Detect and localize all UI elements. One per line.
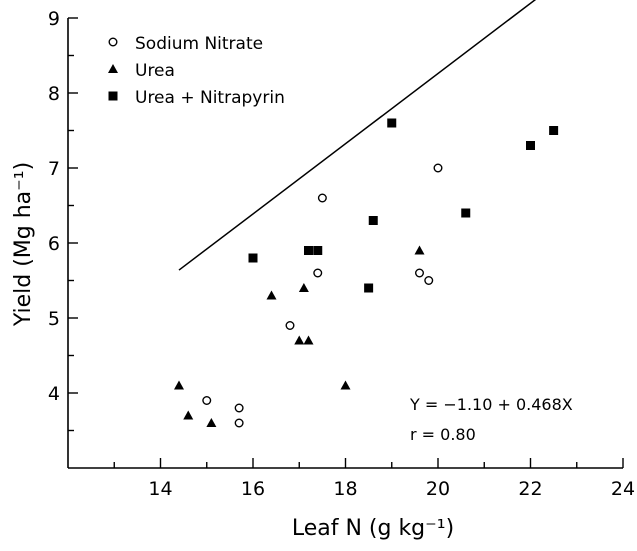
data-point <box>206 418 217 427</box>
regression-line-segment <box>178 0 537 271</box>
legend-marker <box>108 64 118 73</box>
legend-label: Urea + Nitrapyrin <box>135 88 285 108</box>
data-point <box>415 268 425 278</box>
regression-line <box>178 0 537 271</box>
data-point <box>340 380 351 390</box>
data-point <box>183 410 194 420</box>
data-point <box>248 253 258 263</box>
legend-marker <box>108 37 118 47</box>
legend-marker <box>108 91 118 101</box>
data-point <box>368 216 378 225</box>
tick-labels: 14 16 18 20 22 24 4 5 6 7 8 9 <box>48 8 635 500</box>
data-point <box>364 283 374 293</box>
data-point <box>433 163 443 173</box>
data-point <box>294 335 305 345</box>
data-point <box>234 418 244 428</box>
y-tick-label: 4 <box>48 383 60 405</box>
data-point <box>424 276 434 286</box>
tick-marks <box>68 17 624 468</box>
x-tick-label: 18 <box>333 478 357 500</box>
data-point <box>202 396 212 406</box>
y-tick-label: 7 <box>48 158 60 180</box>
y-axis-title: Yield (Mg ha⁻¹) <box>11 162 36 327</box>
data-point <box>266 290 277 300</box>
annotations: Y = −1.10 + 0.468X r = 0.80 <box>409 395 573 444</box>
y-tick-label: 5 <box>48 308 60 330</box>
legend-label: Sodium Nitrate <box>135 34 263 54</box>
y-tick-label: 6 <box>48 233 60 255</box>
data-point <box>304 246 313 255</box>
series-sodium-nitrate <box>202 163 443 428</box>
data-point <box>461 208 471 218</box>
data-point <box>526 141 535 150</box>
data-point <box>234 403 244 413</box>
data-point <box>313 268 323 278</box>
x-tick-label: 16 <box>241 478 265 500</box>
data-point <box>298 283 309 292</box>
legend-label: Urea <box>135 61 175 81</box>
x-tick-label: 20 <box>426 478 450 500</box>
data-point <box>549 126 559 135</box>
x-tick-label: 24 <box>611 478 635 500</box>
regression-equation: Y = −1.10 + 0.468X <box>409 395 573 414</box>
data-point <box>414 245 425 255</box>
x-axis-title: Leaf N (g kg⁻¹) <box>292 516 454 541</box>
data-point <box>303 335 314 345</box>
data-point <box>313 246 323 255</box>
data-point <box>174 380 184 390</box>
y-tick-label: 8 <box>48 83 60 105</box>
data-point <box>285 321 295 331</box>
series-urea-nitrapyrin <box>248 118 559 293</box>
data-point <box>317 193 327 203</box>
data-point <box>387 118 397 128</box>
y-tick-label: 9 <box>48 8 60 30</box>
data-points <box>174 118 559 428</box>
series-urea <box>174 245 425 427</box>
x-tick-label: 22 <box>518 478 542 500</box>
x-tick-label: 14 <box>148 478 172 500</box>
correlation-label: r = 0.80 <box>410 425 476 444</box>
